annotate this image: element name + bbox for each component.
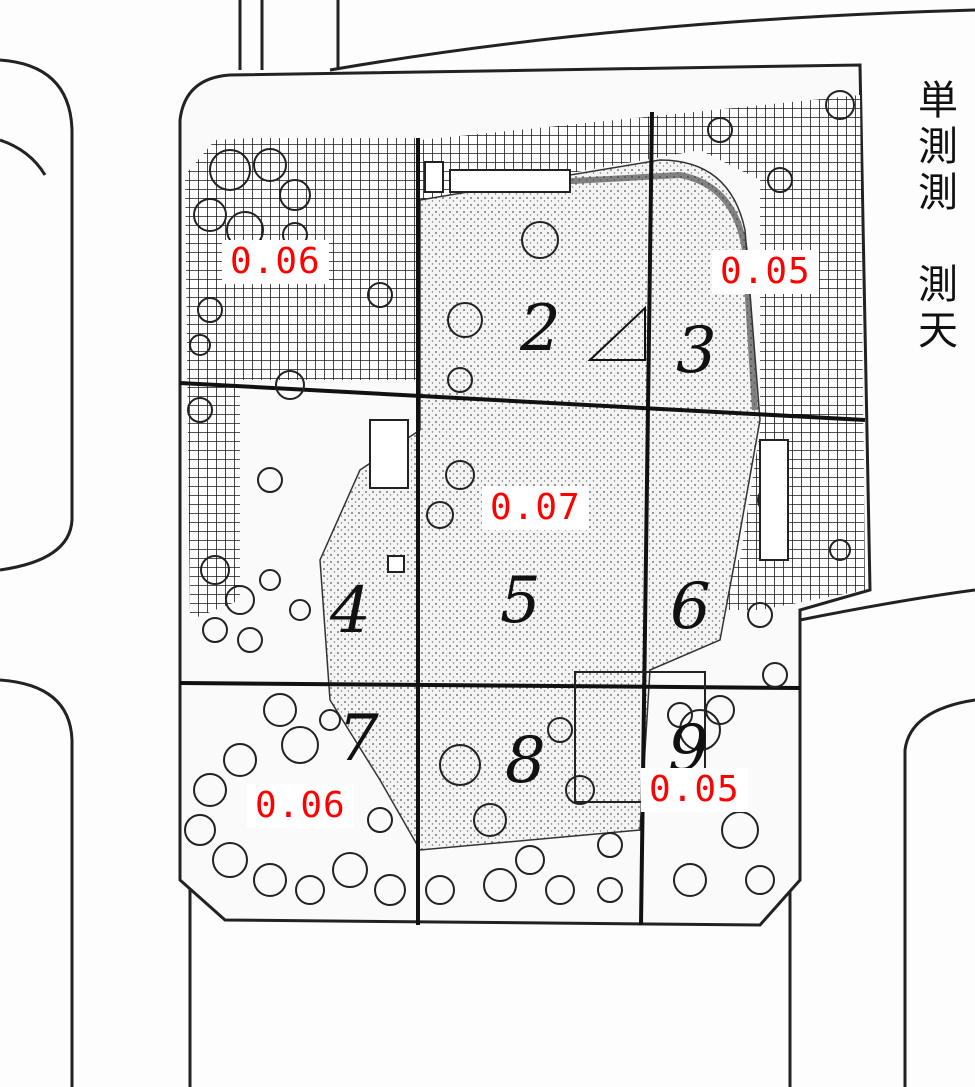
section-number-6: 6 (670, 570, 711, 644)
slash-mark (587, 305, 646, 361)
measurement-label-section-3: 0.05 (712, 250, 819, 294)
measurement-label-section-1: 0.06 (222, 240, 329, 284)
section-number-8: 8 (505, 724, 546, 798)
measurement-label-section-7: 0.06 (247, 784, 354, 828)
section-number-7: 7 (338, 702, 379, 776)
curved-walkway (499, 171, 758, 411)
measurement-label-section-9: 0.05 (641, 768, 748, 812)
measurement-label-section-5: 0.07 (482, 486, 589, 530)
section-number-5: 5 (500, 564, 541, 638)
legend-text-clipped: 単測測 測天 (918, 78, 958, 354)
tree-symbols (184, 90, 855, 906)
section-number-2: 2 (519, 292, 561, 366)
section-number-3: 3 (676, 314, 717, 388)
section-number-4: 4 (329, 574, 371, 648)
structures (369, 161, 789, 803)
